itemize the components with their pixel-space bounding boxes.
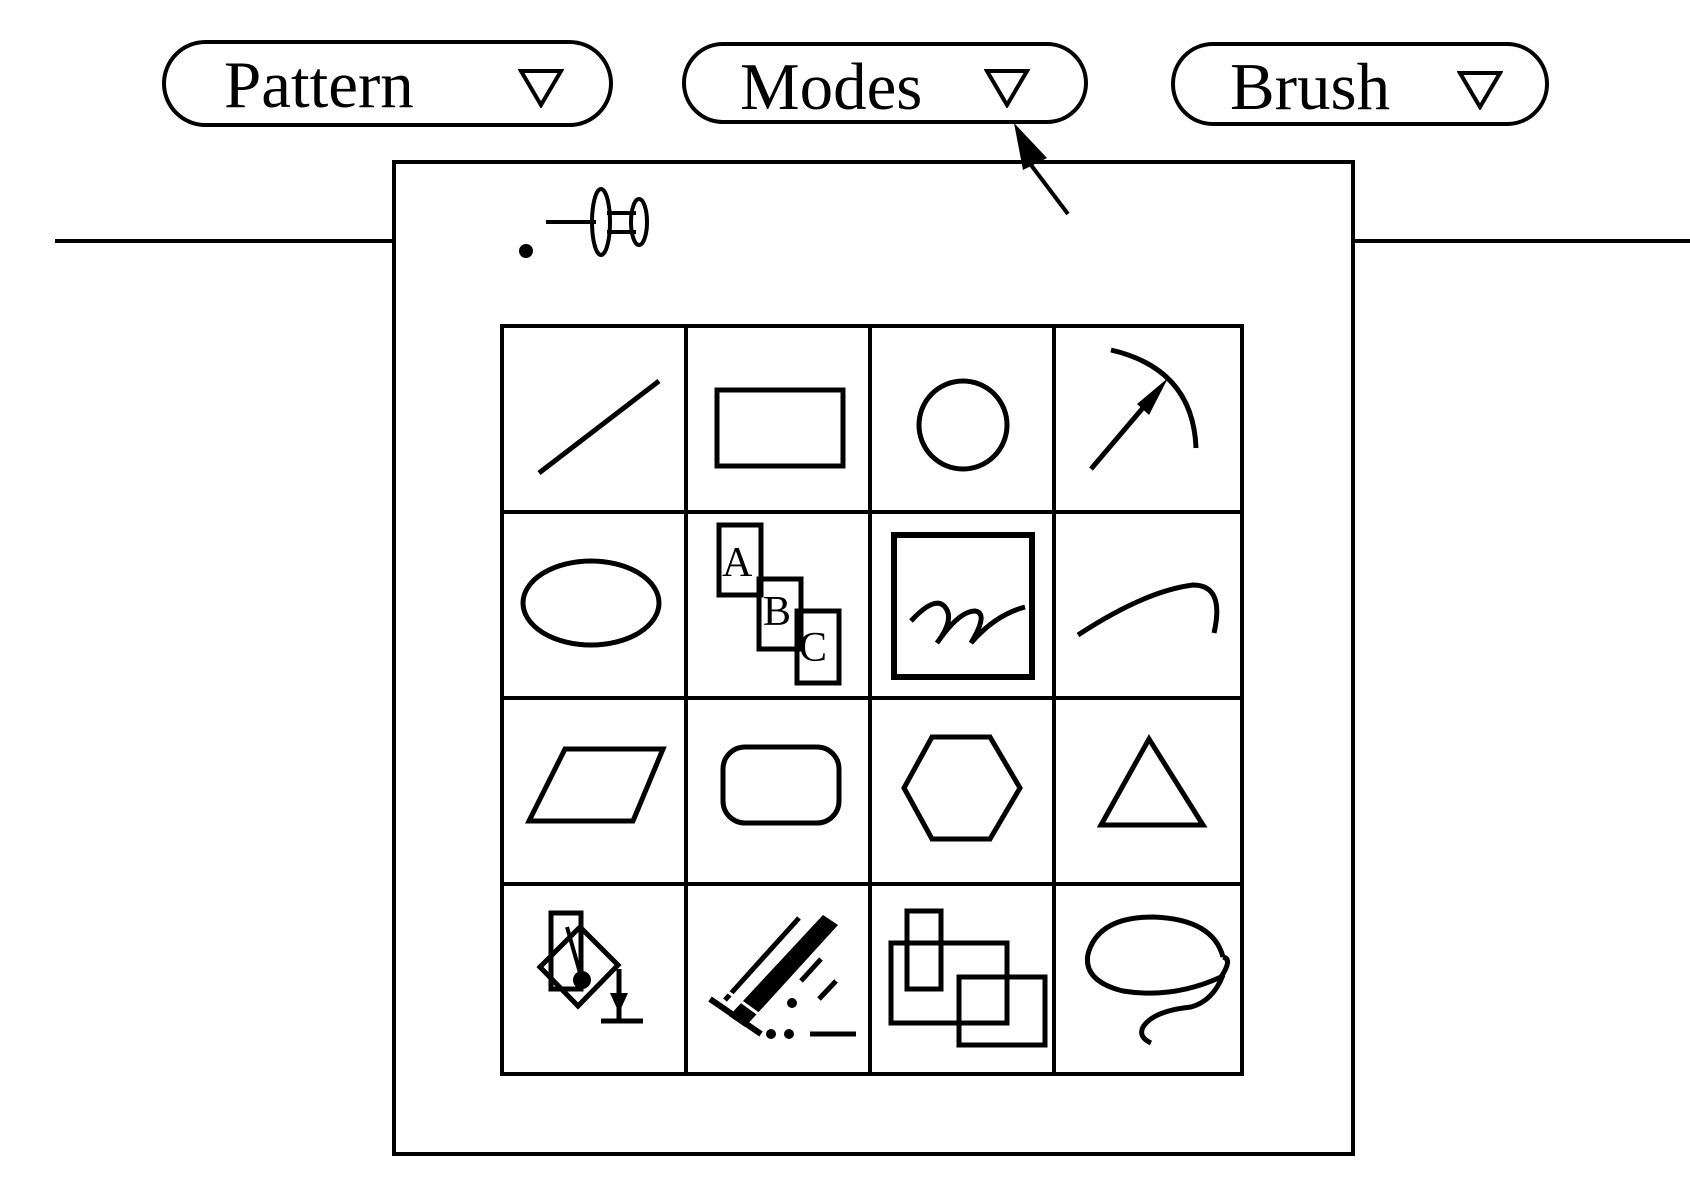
brush-menu-label: Brush — [1230, 50, 1391, 124]
freehand-frame-tool[interactable] — [872, 514, 1056, 700]
modes-menu-label: Modes — [740, 50, 923, 124]
text-tool-letter-a: A — [722, 540, 753, 586]
dropdown-triangle-icon — [984, 69, 1030, 108]
lasso-tool[interactable] — [1056, 886, 1240, 1072]
rectangle-tool-icon — [714, 387, 846, 469]
brush-menu-button[interactable]: Brush — [1171, 42, 1549, 126]
pushpin-icon[interactable] — [511, 185, 661, 265]
ellipse-tool[interactable] — [504, 514, 688, 700]
triangle-tool[interactable] — [1056, 700, 1240, 886]
line-tool-icon — [537, 379, 661, 475]
rounded-rectangle-tool[interactable] — [688, 700, 872, 886]
airbrush-tool-icon — [708, 915, 856, 1039]
dropdown-triangle-icon — [518, 69, 564, 108]
modes-menu-button[interactable]: Modes — [682, 42, 1088, 124]
rotate-tool-icon — [536, 910, 643, 1024]
arc-tool-icon — [1089, 347, 1199, 471]
curve-tool[interactable] — [1056, 514, 1240, 700]
freehand-frame-tool-icon — [891, 532, 1035, 680]
separator-line-right — [1352, 239, 1690, 243]
text-tool-icon: A B C — [716, 522, 842, 686]
ellipse-tool-icon — [520, 558, 662, 648]
text-tool-letter-b: B — [763, 589, 791, 635]
separator-line-left — [55, 239, 395, 243]
text-tool-letter-c: C — [799, 625, 827, 671]
rectangle-tool[interactable] — [688, 328, 872, 514]
triangle-tool-icon — [1096, 734, 1208, 828]
rotate-tool[interactable] — [504, 886, 688, 1072]
rounded-rectangle-tool-icon — [720, 744, 842, 826]
airbrush-tool[interactable] — [688, 886, 872, 1072]
curve-tool-icon — [1076, 582, 1220, 638]
overlap-rectangles-tool-icon — [888, 908, 1048, 1048]
arc-tool[interactable] — [1056, 328, 1240, 514]
text-tool[interactable]: A B C — [688, 514, 872, 700]
hexagon-tool[interactable] — [872, 700, 1056, 886]
pattern-menu-button[interactable]: Pattern — [162, 40, 613, 127]
tool-grid: A B C — [500, 324, 1244, 1076]
circle-tool[interactable] — [872, 328, 1056, 514]
mouse-pointer-icon — [1014, 123, 1070, 216]
pattern-menu-label: Pattern — [224, 48, 414, 122]
hexagon-tool-icon — [901, 734, 1023, 842]
line-tool[interactable] — [504, 328, 688, 514]
parallelogram-tool-icon — [524, 746, 667, 824]
lasso-tool-icon — [1084, 914, 1230, 1046]
parallelogram-tool[interactable] — [504, 700, 688, 886]
overlap-rectangles-tool[interactable] — [872, 886, 1056, 1072]
circle-tool-icon — [916, 378, 1010, 472]
dropdown-triangle-icon — [1457, 71, 1503, 110]
